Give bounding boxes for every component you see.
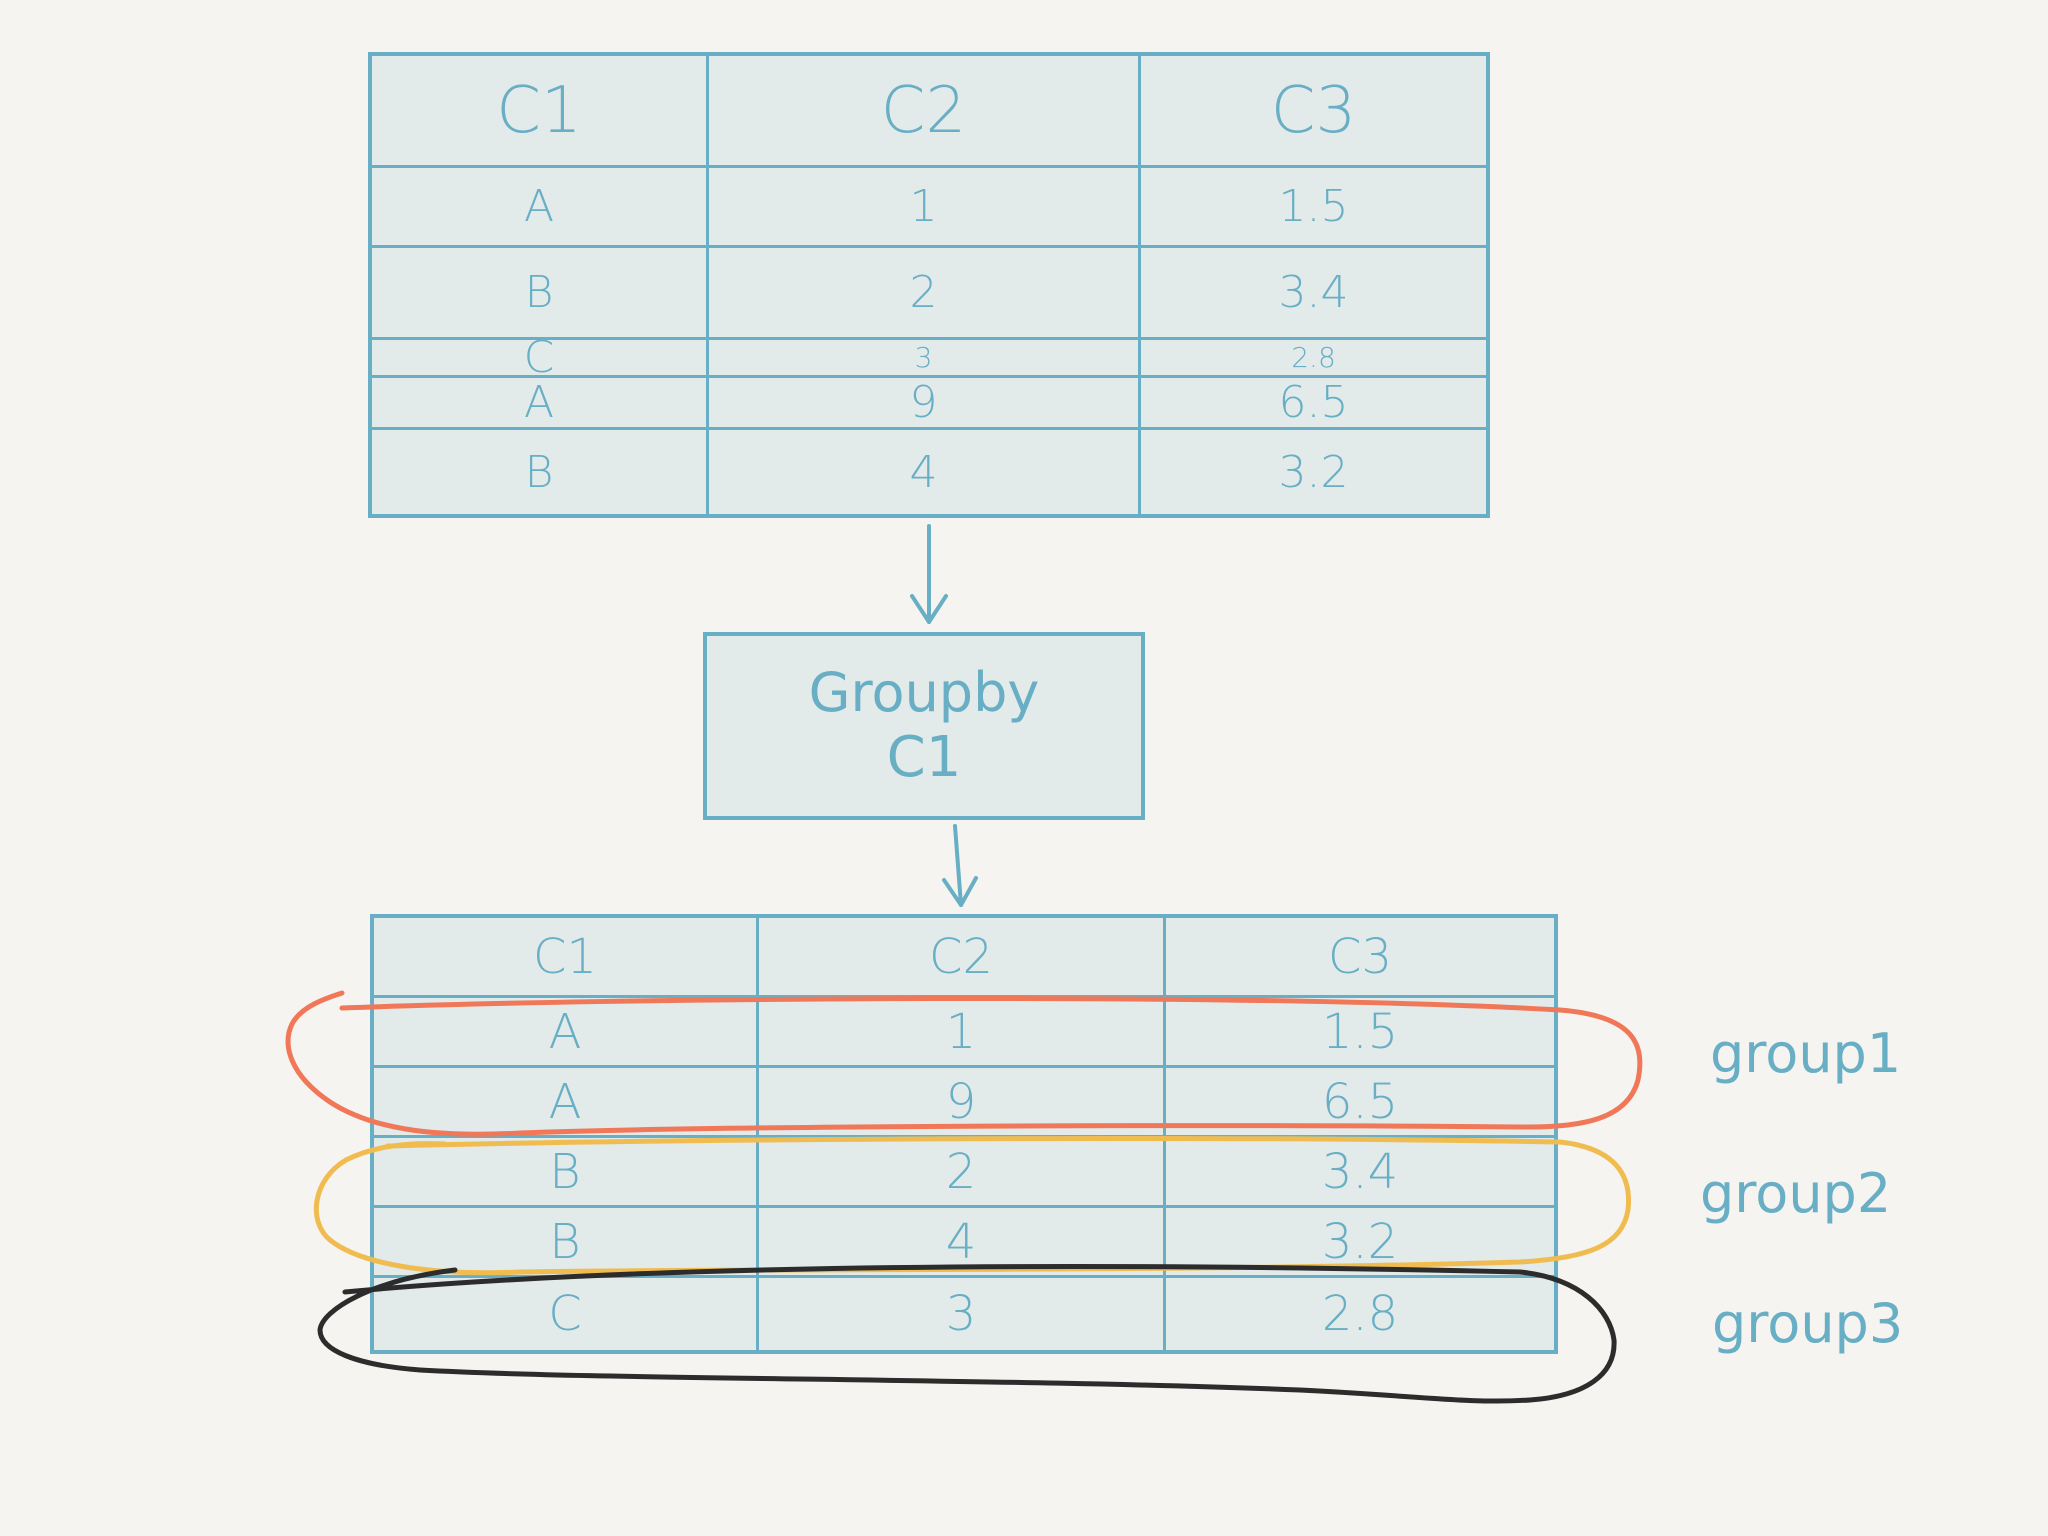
source-cell: 3.2	[1278, 446, 1349, 498]
source-cell: 2	[709, 248, 1141, 340]
grouped-cell: B	[374, 1138, 759, 1208]
grouped-cell: 3.2	[1166, 1208, 1554, 1278]
source-cell: B	[372, 430, 709, 514]
source-cell: 2.8	[1141, 340, 1486, 378]
grouped-cell: 6.5	[1166, 1068, 1554, 1138]
source-header-c3: C3	[1141, 56, 1486, 168]
grouped-cell: B	[374, 1208, 759, 1278]
source-cell: B	[372, 248, 709, 340]
source-cell: 9	[709, 378, 1141, 430]
source-header-c2: C2	[709, 56, 1141, 168]
source-cell: A	[372, 378, 709, 430]
arrow-down-icon	[942, 824, 978, 907]
groupby-box: Groupby C1	[703, 632, 1145, 820]
group2-label: group2	[1700, 1162, 1892, 1225]
source-cell: 4	[709, 430, 1141, 514]
source-cell: 1	[709, 168, 1141, 248]
grouped-header-c2: C2	[759, 918, 1166, 998]
source-cell: 1.5	[1141, 168, 1486, 248]
source-header-c1: C1	[372, 56, 709, 168]
arrow-down-icon	[910, 524, 948, 624]
groupby-key: C1	[886, 725, 962, 790]
grouped-cell: 1.5	[1166, 998, 1554, 1068]
source-cell: 3.4	[1141, 248, 1486, 340]
grouped-table: C1 C2 C3 A 1 1.5 A 9 6.5 B 2 3.4 B 4 3.2…	[370, 914, 1558, 1354]
source-cell: C	[372, 340, 709, 378]
grouped-header-c1: C1	[374, 918, 759, 998]
group1-label: group1	[1710, 1022, 1902, 1085]
grouped-cell: A	[374, 1068, 759, 1138]
grouped-cell: 9	[759, 1068, 1166, 1138]
grouped-header-c3: C3	[1166, 918, 1554, 998]
groupby-label: Groupby	[808, 661, 1040, 724]
grouped-cell: 4	[759, 1208, 1166, 1278]
grouped-cell: C	[374, 1278, 759, 1350]
source-cell: 6.5	[1141, 378, 1486, 430]
group3-label: group3	[1712, 1292, 1904, 1355]
source-cell: A	[372, 168, 709, 248]
grouped-cell: 3	[759, 1278, 1166, 1350]
source-table: C1 C2 C3 A 1 1.5 B 2 3.4 C 3 2.8 A 9 6.5…	[368, 52, 1490, 518]
source-cell: 3	[709, 340, 1141, 378]
grouped-cell: 2.8	[1321, 1286, 1399, 1342]
grouped-cell: 2	[759, 1138, 1166, 1208]
grouped-cell: A	[374, 998, 759, 1068]
grouped-cell: 3.4	[1166, 1138, 1554, 1208]
grouped-cell: 1	[759, 998, 1166, 1068]
